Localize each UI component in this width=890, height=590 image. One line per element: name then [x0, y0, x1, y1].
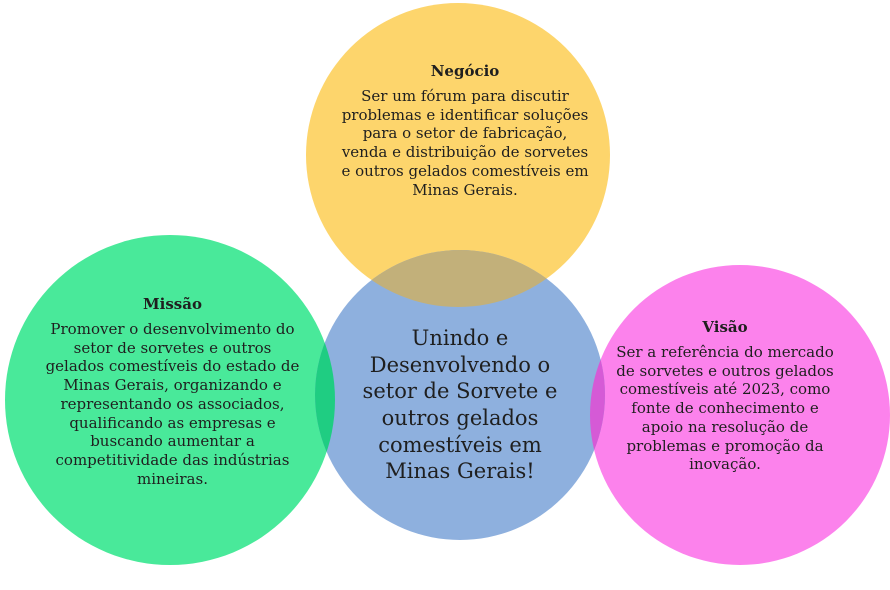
circle-visao [590, 265, 890, 565]
center-slogan: Unindo e Desenvolvendo o setor de Sorvet… [362, 326, 558, 484]
missao-description: Promover o desenvolvimento do setor de s… [45, 319, 300, 488]
negocio-title: Negócio [430, 62, 500, 80]
negocio-text-block: Negócio Ser um fórum para discutir probl… [340, 62, 590, 199]
visao-description: Ser a referência do mercado de sorvetes … [616, 342, 834, 474]
negocio-description: Ser um fórum para discutir problemas e i… [341, 86, 589, 199]
missao-text-block: Missão Promover o desenvolvimento do set… [45, 295, 300, 489]
visao-title: Visão [702, 318, 748, 336]
missao-title: Missão [143, 295, 202, 313]
circle-negocio [306, 3, 610, 307]
circle-missao [5, 235, 335, 565]
circle-center [315, 250, 605, 540]
visao-text-block: Visão Ser a referência do mercado de sor… [610, 318, 840, 474]
